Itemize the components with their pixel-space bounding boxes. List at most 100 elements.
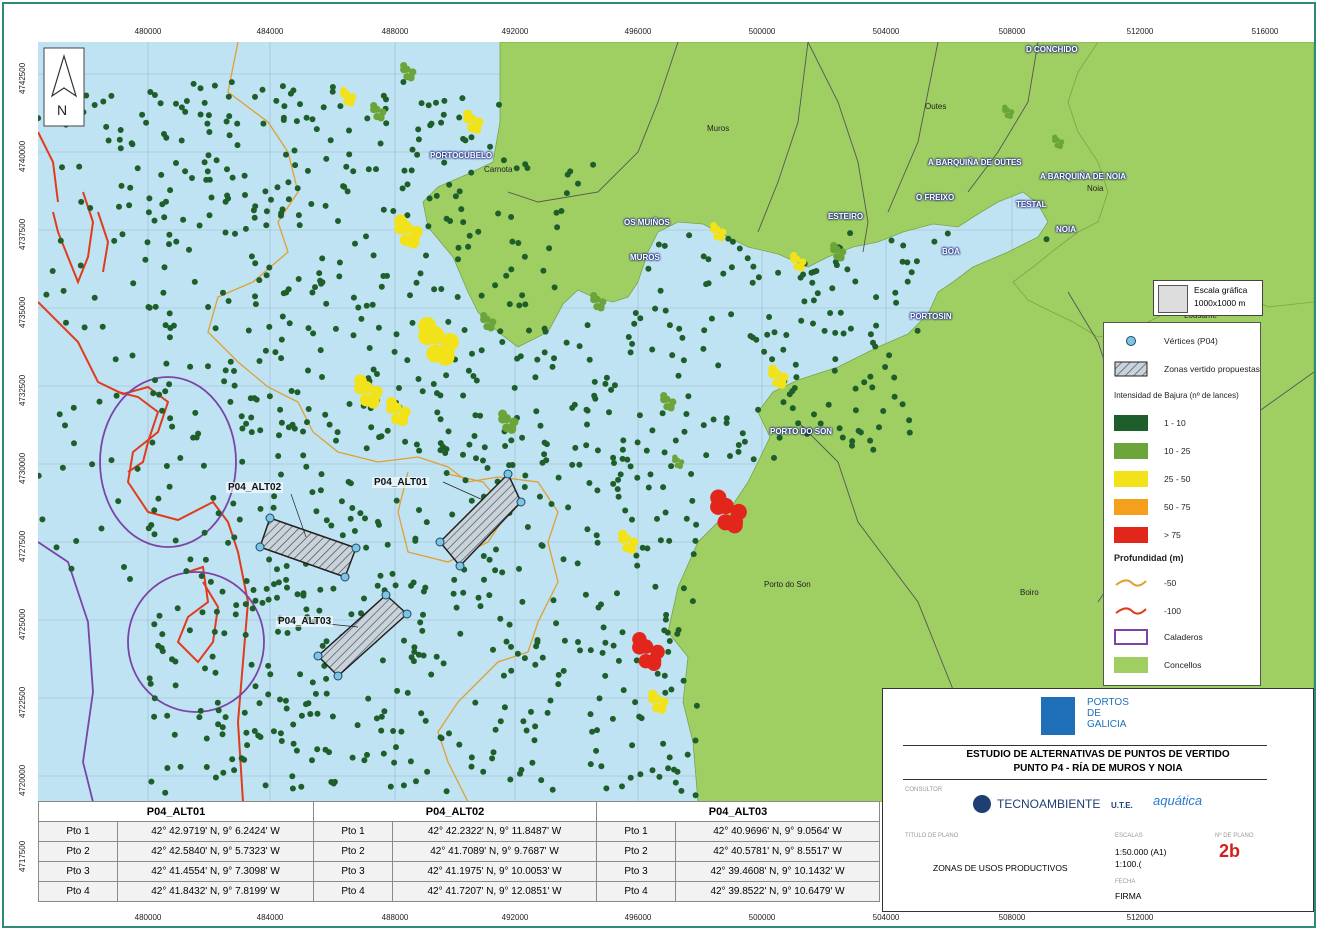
legend-fishing: Caladeros bbox=[1114, 629, 1203, 645]
x-tick-label: 480000 bbox=[134, 27, 162, 36]
coordinate-cell: 42° 42.2322' N, 9° 11.8487' W bbox=[392, 821, 598, 842]
depth-label: -100 bbox=[1164, 606, 1182, 616]
legend-depth-title: Profundidad (m) bbox=[1114, 553, 1184, 563]
coordinate-cell: 42° 40.5781' N, 9° 8.5517' W bbox=[675, 841, 880, 862]
table-header-alt03: P04_ALT03 bbox=[596, 801, 880, 822]
legend-depth-row: -100 bbox=[1114, 603, 1181, 619]
coordinate-cell: 42° 41.1975' N, 9° 10.0053' W bbox=[392, 861, 598, 882]
point-id-cell: Pto 2 bbox=[313, 841, 394, 862]
legend-zones-label: Zonas vertido propuestas bbox=[1164, 364, 1260, 374]
legend-intensity-title: Intensidad de Bajura (nº de lances) bbox=[1114, 391, 1239, 400]
place-label: PORTO DO SON bbox=[770, 427, 833, 436]
land bbox=[422, 42, 1314, 802]
point-id-cell: Pto 3 bbox=[38, 861, 118, 882]
plan-number: 2b bbox=[1219, 841, 1241, 861]
municipality-label: Porto do Son bbox=[764, 580, 811, 589]
intensity-swatch bbox=[1114, 499, 1148, 515]
coordinate-cell: 42° 39.4608' N, 9° 10.1432' W bbox=[675, 861, 880, 882]
proposed-zones[interactable] bbox=[255, 469, 526, 681]
depth-line-symbol bbox=[1115, 607, 1147, 615]
x-tick-label: 508000 bbox=[998, 913, 1026, 922]
scale1: 1:50.000 (A1) bbox=[1115, 847, 1167, 857]
place-label: TESTAL bbox=[1016, 200, 1047, 209]
legend-vertices: Vértices (P04) bbox=[1114, 333, 1218, 349]
org-line1: PORTOS bbox=[1087, 697, 1129, 708]
table-header-alt02: P04_ALT02 bbox=[313, 801, 598, 822]
study-title-line1: ESTUDIO DE ALTERNATIVAS DE PUNTOS DE VER… bbox=[966, 749, 1230, 760]
legend-intensity-row: 50 - 75 bbox=[1114, 499, 1190, 515]
scale-bar: Escala gráfica 1000x1000 m bbox=[1153, 280, 1263, 316]
intensity-label: 10 - 25 bbox=[1164, 446, 1191, 456]
intensity-swatch bbox=[1114, 443, 1148, 459]
legend-intensity-row: 25 - 50 bbox=[1114, 471, 1190, 487]
fishing-symbol bbox=[1114, 629, 1148, 645]
point-id-cell: Pto 4 bbox=[313, 881, 394, 902]
legend-intensity-row: > 75 bbox=[1114, 527, 1181, 543]
y-tick-label: 4727500 bbox=[18, 530, 27, 562]
zone-label-alt03: P04_ALT03 bbox=[276, 616, 334, 627]
x-tick-label: 492000 bbox=[501, 27, 529, 36]
council-symbol bbox=[1114, 657, 1148, 673]
x-tick-label: 500000 bbox=[748, 27, 776, 36]
zone-vertices bbox=[255, 469, 526, 681]
org-line2: DE bbox=[1087, 708, 1101, 719]
intensity-swatch bbox=[1114, 415, 1148, 431]
x-tick-label: 508000 bbox=[998, 27, 1026, 36]
coordinate-cell: 42° 42.5840' N, 9° 5.7323' W bbox=[116, 841, 315, 862]
coordinate-cell: 42° 41.7207' N, 9° 12.0851' W bbox=[392, 881, 598, 902]
x-tick-label: 516000 bbox=[1251, 27, 1279, 36]
x-tick-label: 512000 bbox=[1126, 27, 1154, 36]
place-label: OS MUIÑOS bbox=[624, 218, 670, 227]
legend-zones: Zonas vertido propuestas bbox=[1114, 361, 1260, 377]
place-label: NOIA bbox=[1056, 225, 1076, 234]
place-label: ESTEIRO bbox=[828, 212, 864, 221]
y-tick-label: 4717500 bbox=[18, 840, 27, 872]
y-tick-label: 4740000 bbox=[18, 140, 27, 172]
vertex-symbol bbox=[1114, 333, 1148, 349]
intensity-swatch bbox=[1114, 527, 1148, 543]
point-id-cell: Pto 1 bbox=[38, 821, 118, 842]
municipality-label: Boiro bbox=[1020, 588, 1039, 597]
firma-label: FIRMA bbox=[1115, 891, 1142, 901]
place-label: A BARQUIÑA DE OUTES bbox=[928, 158, 1022, 167]
plan-title-caption: TITULO DE PLANO bbox=[905, 833, 959, 839]
consultor-caption: CONSULTOR bbox=[905, 787, 943, 793]
x-tick-label: 488000 bbox=[381, 913, 409, 922]
tecnoambiente-logo bbox=[973, 795, 991, 813]
north-arrow bbox=[43, 47, 85, 127]
legend-councils: Concellos bbox=[1114, 657, 1201, 673]
ute-label: U.T.E. bbox=[1111, 801, 1133, 810]
map-canvas[interactable] bbox=[38, 42, 1314, 802]
intensity-label: > 75 bbox=[1164, 530, 1181, 540]
x-tick-label: 480000 bbox=[134, 913, 162, 922]
intensity-patches bbox=[340, 62, 1065, 714]
legend-councils-label: Concellos bbox=[1164, 660, 1202, 670]
hatch-symbol bbox=[1114, 361, 1148, 377]
y-tick-label: 4720000 bbox=[18, 764, 27, 796]
y-tick-label: 4725000 bbox=[18, 608, 27, 640]
intensity-label: 25 - 50 bbox=[1164, 474, 1191, 484]
x-tick-label: 504000 bbox=[872, 27, 900, 36]
point-id-cell: Pto 4 bbox=[596, 881, 677, 902]
zone-label-alt02: P04_ALT02 bbox=[226, 482, 284, 493]
intensity-label: 1 - 10 bbox=[1164, 418, 1186, 428]
point-id-cell: Pto 2 bbox=[596, 841, 677, 862]
portos-logo bbox=[1041, 697, 1075, 735]
depth-100-contour bbox=[38, 131, 250, 802]
x-tick-label: 496000 bbox=[624, 913, 652, 922]
place-label: D CONCHIDO bbox=[1026, 45, 1078, 54]
y-tick-label: 4735000 bbox=[18, 296, 27, 328]
x-tick-label: 492000 bbox=[501, 913, 529, 922]
north-label: N bbox=[57, 102, 68, 118]
municipality-label: Carnota bbox=[484, 165, 513, 174]
partner-name: aquática bbox=[1153, 793, 1203, 808]
point-id-cell: Pto 1 bbox=[596, 821, 677, 842]
place-label: PORTOSIN bbox=[910, 312, 952, 321]
legend-intensity-row: 10 - 25 bbox=[1114, 443, 1190, 459]
point-id-cell: Pto 2 bbox=[38, 841, 118, 862]
